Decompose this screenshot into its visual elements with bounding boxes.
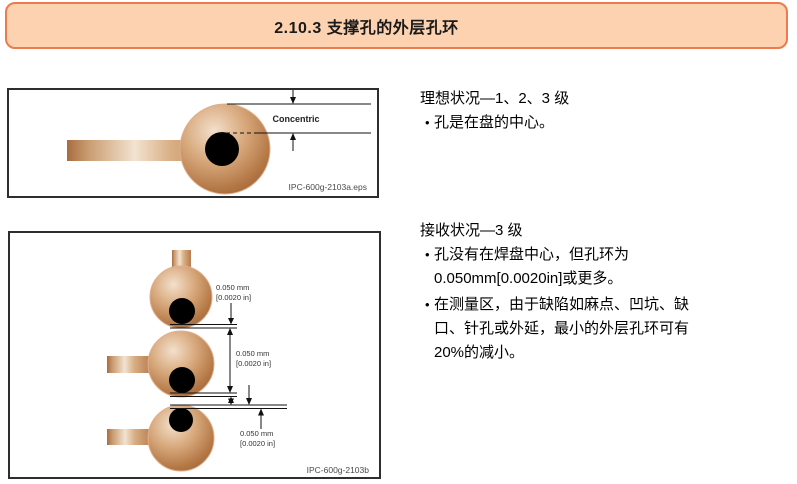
- figure-concentric-drawing: Concentric IPC-600g-2103a.eps: [67, 90, 371, 195]
- arrow-up-icon: [290, 133, 296, 140]
- bullet-line: 20%的减小。: [434, 344, 525, 361]
- figure-offset-drawing: 0.050 mm [0.0020 in] 0.050 mm [0.0020 in…: [107, 250, 370, 475]
- copper-trace-bottom: [107, 429, 152, 445]
- bullet-line: 0.050mm[0.0020in]或更多。: [434, 270, 623, 287]
- dim-label-c-mm: 0.050 mm: [240, 429, 273, 438]
- bullet-line: 口、针孔或外延，最小的外层孔环可有: [434, 320, 690, 337]
- concentric-label: Concentric: [272, 114, 319, 124]
- arrow-down-icon: [246, 398, 252, 405]
- list-item: • 孔没有在焊盘中心，但孔环为 0.050mm[0.0020in]或更多。: [420, 243, 790, 291]
- figure2-caption: IPC-600g-2103b: [307, 465, 370, 475]
- bullet-line: 在测量区，由于缺陷如麻点、凹坑、缺: [434, 296, 690, 313]
- section-acceptable-heading: 接收状况—3 级: [420, 222, 523, 239]
- arrow-down-icon: [290, 97, 296, 104]
- dim-label-a-in: [0.0020 in]: [216, 293, 251, 302]
- bullet-line: 孔没有在焊盘中心，但孔环为: [434, 246, 630, 263]
- section-acceptable: 接收状况—3 级 • 孔没有在焊盘中心，但孔环为 0.050mm[0.0020i…: [420, 221, 790, 365]
- dim-label-b-mm: 0.050 mm: [236, 349, 269, 358]
- list-item: • 孔是在盘的中心。: [420, 111, 790, 135]
- bullet-icon: •: [425, 247, 430, 262]
- dim-label-c-in: [0.0020 in]: [240, 439, 275, 448]
- arrow-up-icon: [258, 408, 264, 416]
- drill-hole-bottom: [169, 408, 193, 432]
- arrow-down-icon: [228, 398, 234, 405]
- page-title: 2.10.3 支撑孔的外层孔环: [274, 19, 459, 37]
- drill-hole-middle: [169, 367, 195, 393]
- figure-offset-pads: 0.050 mm [0.0020 in] 0.050 mm [0.0020 in…: [8, 231, 381, 479]
- title-banner: 2.10.3 支撑孔的外层孔环: [5, 2, 788, 49]
- dim-label-b-in: [0.0020 in]: [236, 359, 271, 368]
- bullet-line: 孔是在盘的中心。: [434, 114, 555, 131]
- arrow-down-icon: [227, 386, 233, 393]
- figure1-caption: IPC-600g-2103a.eps: [289, 182, 367, 192]
- drill-hole: [205, 132, 239, 166]
- bullet-icon: •: [425, 115, 430, 130]
- section-ideal: 理想状况—1、2、3 级 • 孔是在盘的中心。: [420, 89, 790, 135]
- copper-trace-middle: [107, 356, 151, 373]
- list-item: • 在测量区，由于缺陷如麻点、凹坑、缺 口、针孔或外延，最小的外层孔环可有 20…: [420, 293, 790, 365]
- arrow-down-icon: [228, 318, 234, 325]
- figure-concentric-pad: Concentric IPC-600g-2103a.eps: [7, 88, 379, 198]
- dim-label-a-mm: 0.050 mm: [216, 283, 249, 292]
- arrow-up-icon: [227, 328, 233, 335]
- bullet-icon: •: [425, 297, 430, 312]
- drill-hole-top: [169, 298, 195, 324]
- section-ideal-heading: 理想状况—1、2、3 级: [420, 90, 570, 107]
